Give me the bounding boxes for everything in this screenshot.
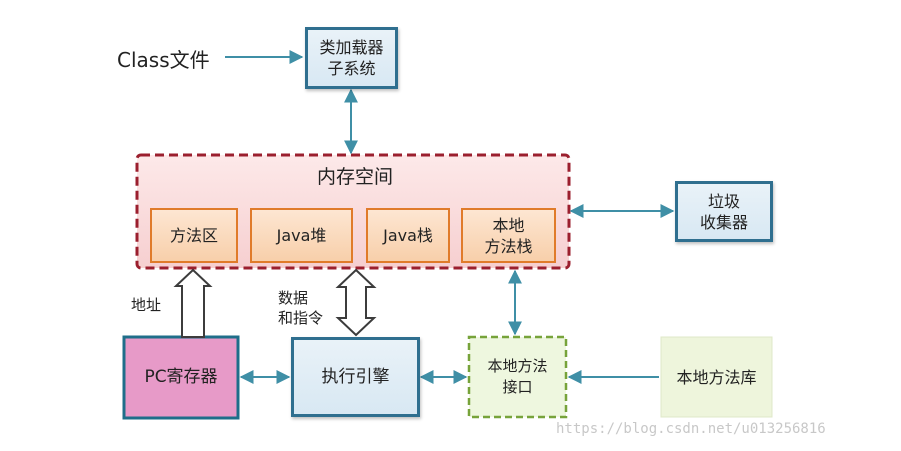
native-library-box — [660, 336, 773, 418]
exec-engine-box: 执行引擎 — [291, 337, 420, 417]
pc-register-label: PC寄存器 — [144, 367, 218, 387]
gc-box: 垃圾 收集器 — [675, 181, 773, 242]
address-label: 地址 — [131, 296, 162, 314]
pc-register-box — [122, 335, 240, 420]
native-interface-box — [467, 335, 568, 419]
address-hollow-arrow — [173, 268, 213, 338]
watermark: https://blog.csdn.net/u013256816 — [556, 421, 826, 437]
memory-area-title: 内存空间 — [316, 166, 393, 188]
class-loader-box: 类加载器 子系统 — [305, 27, 398, 89]
method-area-box: 方法区 — [150, 208, 238, 263]
java-stack-box: Java栈 — [366, 208, 450, 263]
native-library-label: 本地方法库 — [676, 367, 757, 387]
data-instructions-label: 数据 和指令 — [278, 289, 324, 327]
native-method-stack-box: 本地 方法栈 — [461, 208, 556, 263]
class-file-label: Class文件 — [117, 48, 210, 72]
data-hollow-arrow — [335, 268, 377, 337]
native-interface-label: 本地方法 接口 — [487, 357, 548, 396]
java-heap-box: Java堆 — [250, 208, 353, 263]
